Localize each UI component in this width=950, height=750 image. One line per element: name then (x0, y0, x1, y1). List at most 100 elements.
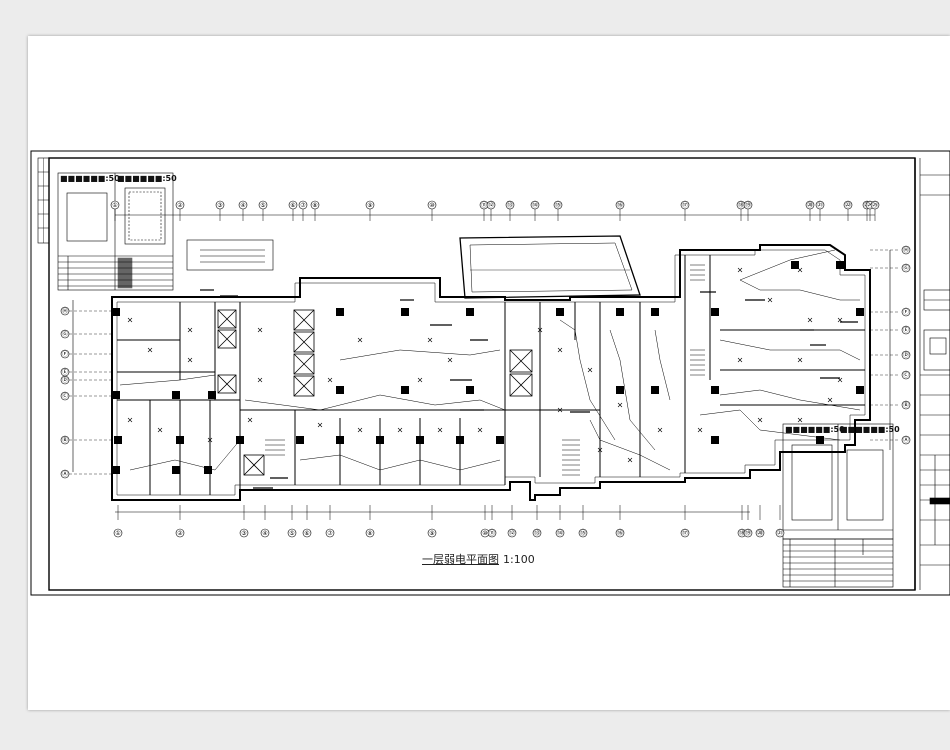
column (112, 466, 120, 474)
grid-bubble-label: Ⓔ (903, 326, 909, 334)
device-stroke (207, 437, 213, 443)
grid-bubble-top-9: ⑩ (427, 200, 437, 210)
grid-bubble-circle (60, 435, 70, 445)
device-symbol (797, 357, 803, 363)
grid-bubble-label: ㉔ (867, 201, 873, 209)
grid-bubble-bottom-16: ⑰ (680, 528, 690, 538)
detail-title-a: ■■■■■■:50 (60, 174, 120, 183)
cable-routes (119, 249, 861, 471)
grid-bubble-circle (901, 370, 911, 380)
grid-bubble-circle (60, 349, 70, 359)
grid-bubble-circle (60, 469, 70, 479)
grid-bubble-label: Ⓑ (903, 401, 909, 409)
grid-bubble-label: ⑭ (557, 529, 563, 537)
grid-bubble-label: Ⓒ (903, 371, 909, 379)
grid-bubble-label: ⑤ (260, 202, 265, 209)
device-stroke (597, 447, 603, 453)
column (836, 261, 844, 269)
grid-bubble-bottom-11: ⑫ (507, 528, 517, 538)
grid-bubble-top-18: ⑲ (743, 200, 753, 210)
device-stroke (357, 337, 363, 343)
column (791, 261, 799, 269)
device-stroke (187, 357, 193, 363)
grid-bubble-circle (427, 528, 437, 538)
detail-scale-c: :50 (830, 425, 845, 434)
device-stroke (537, 327, 543, 333)
grid-bubble-label: ⑫ (488, 201, 494, 209)
device-symbol (757, 417, 763, 423)
device-stroke (247, 417, 253, 423)
device-stroke (187, 327, 193, 333)
grid-bubble-label: ⑧ (312, 202, 317, 209)
column (711, 386, 719, 394)
grid-bubble-top-6: ⑦ (298, 200, 308, 210)
grid-bubble-top-1: ② (175, 200, 185, 210)
grid-bubble-circle (486, 200, 496, 210)
detail-box-left (57, 172, 274, 291)
column (616, 308, 624, 316)
grid-bubble-circle (60, 391, 70, 401)
grid-bubble-circle (365, 528, 375, 538)
column (172, 466, 180, 474)
grid-bubble-bottom-10: ⑪ (487, 528, 497, 538)
grid-bubble-label: ④ (262, 530, 267, 537)
column (296, 436, 304, 444)
device-symbol (127, 417, 133, 423)
device-symbol (447, 357, 453, 363)
grid-bubble-label: ⑪ (481, 201, 487, 209)
device-stroke (477, 427, 483, 433)
device-stroke (127, 417, 133, 423)
column (376, 436, 384, 444)
device-symbol (627, 457, 633, 463)
structural-columns (112, 261, 864, 474)
grid-bubble-label: ⑥ (304, 530, 309, 537)
grid-bubble-circle (870, 200, 880, 210)
grid-bubble-circle (901, 263, 911, 273)
detail-title-b-label: ■■■■■■ (117, 174, 163, 183)
grid-bubble-label: ⑩ (429, 202, 434, 209)
column (456, 436, 464, 444)
device-stroke (127, 317, 133, 323)
grid-bubble-top-24: ㉕ (870, 200, 880, 210)
grid-bubble-circle (175, 200, 185, 210)
grid-bubble-circle (365, 200, 375, 210)
grid-bubble-label: Ⓑ (62, 436, 68, 444)
column (711, 308, 719, 316)
column (336, 308, 344, 316)
grid-bubble-top-12: ⑬ (505, 200, 515, 210)
grid-bubble-circle (288, 200, 298, 210)
grid-bubble-circle (805, 200, 815, 210)
grid-bubble-label: ⑬ (534, 529, 540, 537)
grid-bubble-label: ⑯ (617, 201, 623, 209)
detail-title-d: ■■■■■■:50 (840, 425, 900, 434)
grid-bubble-label: ⑯ (617, 529, 623, 537)
device-stroke (797, 357, 803, 363)
column (651, 386, 659, 394)
grid-bubble-left-0: Ⓐ (60, 469, 70, 479)
grid-bubble-right-3: Ⓓ (901, 350, 911, 360)
grid-bubble-right-6: Ⓖ (901, 263, 911, 273)
grid-bubble-label: ② (177, 530, 183, 537)
device-symbol (427, 337, 433, 343)
grid-bubble-bottom-3: ④ (260, 528, 270, 538)
grid-bubble-label: ⑭ (532, 201, 538, 209)
device-symbol (357, 427, 363, 433)
column (204, 466, 212, 474)
grid-bubble-circle (60, 367, 70, 377)
drawing-title: 一层弱电平面图 (422, 553, 499, 566)
grid-bubble-label: ⑲ (745, 201, 751, 209)
grid-bubble-circle (815, 200, 825, 210)
device-symbol (827, 397, 833, 403)
device-symbol (327, 377, 333, 383)
detail-title-a-label: ■■■■■■ (60, 174, 106, 183)
column (651, 308, 659, 316)
grid-bubble-bottom-19: ⑳ (755, 528, 765, 538)
grid-bubble-bottom-6: ⑦ (325, 528, 335, 538)
device-stroke (427, 337, 433, 343)
grid-bubble-left-2: Ⓒ (60, 391, 70, 401)
grid-bubble-label: ⑦ (327, 530, 333, 537)
